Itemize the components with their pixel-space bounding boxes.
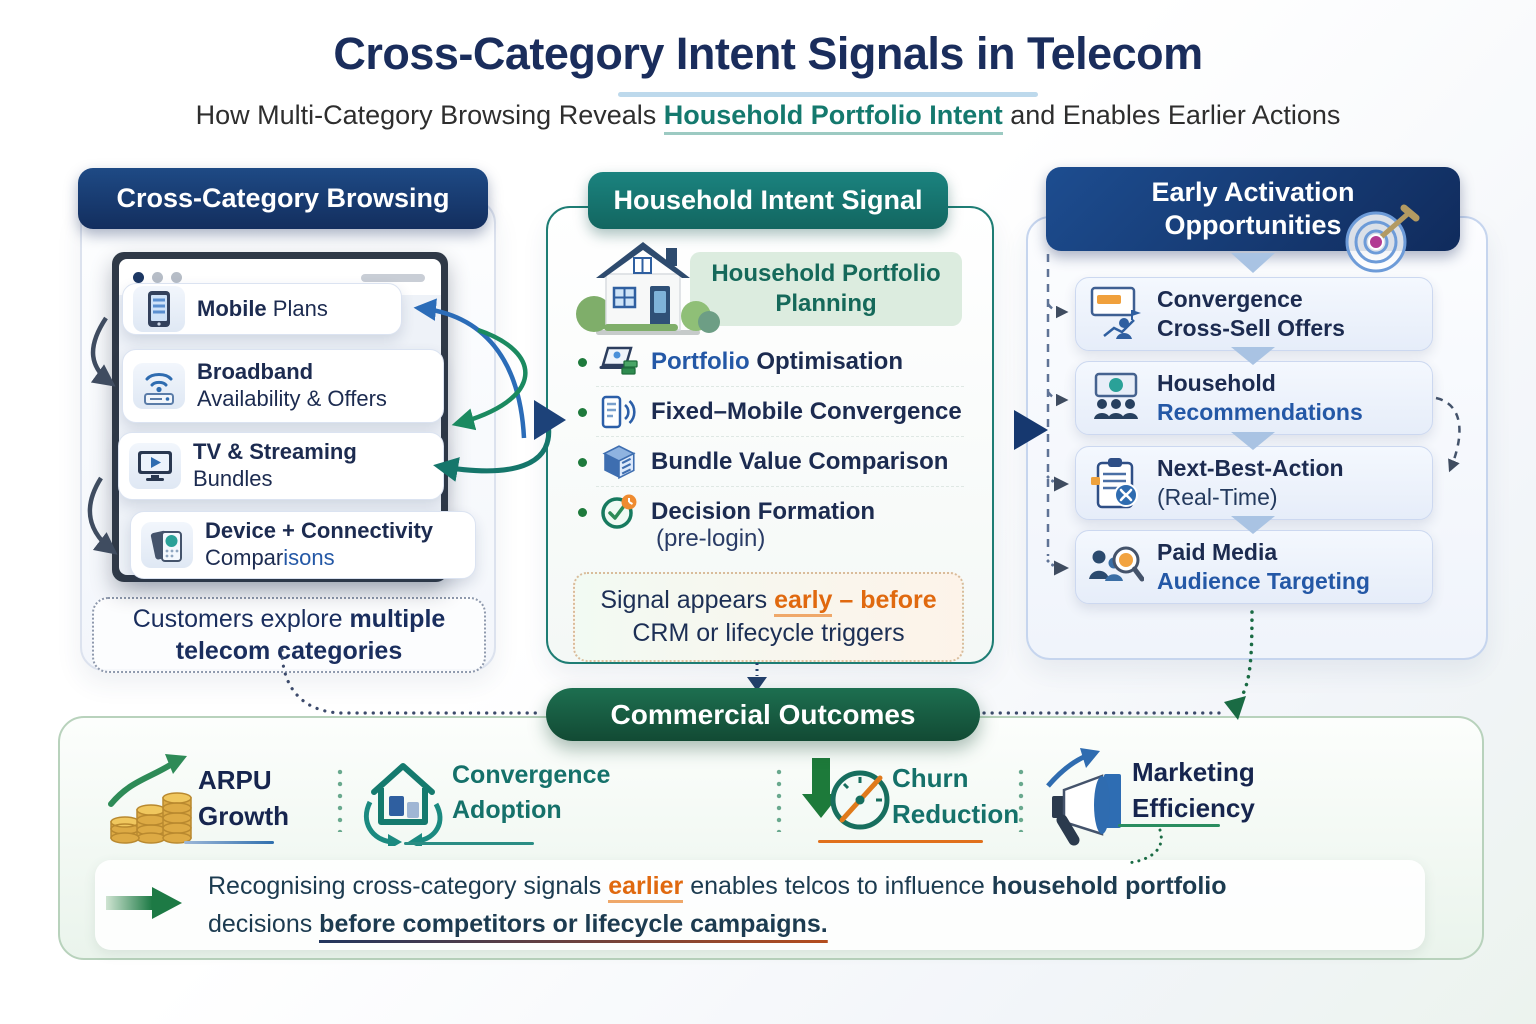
outcome-divider bbox=[1018, 766, 1024, 832]
browser-urlbar bbox=[361, 274, 425, 282]
title-underline bbox=[618, 92, 1038, 97]
browser-dot bbox=[171, 272, 182, 283]
outcome-divider bbox=[337, 766, 343, 832]
browsing-note: Customers explore multiple telecom categ… bbox=[92, 597, 486, 673]
intent-bullet-decision: Decision Formation bbox=[578, 490, 982, 534]
subtitle-post: and Enables Earlier Actions bbox=[1002, 100, 1341, 130]
browsing-header: Cross-Category Browsing bbox=[78, 168, 488, 229]
activation-box-label: Next-Best-Action(Real-Time) bbox=[1157, 454, 1344, 510]
clipboard-action-icon bbox=[1088, 456, 1144, 510]
bullet-separator bbox=[596, 386, 964, 387]
bullet-dot bbox=[578, 357, 587, 367]
bullet-sublabel: (pre-login) bbox=[656, 525, 766, 552]
outcomes-header-pill: Commercial Outcomes bbox=[546, 688, 980, 741]
outcome-underline bbox=[1118, 824, 1220, 827]
outcome-underline bbox=[818, 840, 983, 843]
bullet-label: Decision Formation bbox=[651, 498, 876, 525]
megaphone-chart-icon bbox=[1040, 744, 1130, 846]
intent-bullet-convergence: Fixed–Mobile Convergence bbox=[578, 390, 982, 434]
intent-header: Household Intent Signal bbox=[588, 172, 948, 229]
tv-play-icon bbox=[129, 443, 181, 489]
laptop-money-icon bbox=[597, 344, 641, 380]
footnote-text: Recognising cross-category signals earli… bbox=[208, 868, 1418, 943]
subtitle-highlight: Household Portfolio Intent bbox=[663, 100, 1003, 135]
bundle-cube-icon bbox=[597, 443, 641, 481]
devices-icon bbox=[141, 522, 193, 568]
offer-chart-icon bbox=[1088, 286, 1144, 342]
intent-bullet-portfolio: Portfolio Optimisation bbox=[578, 340, 982, 384]
portfolio-planning-label: Household Portfolio Planning bbox=[690, 252, 962, 326]
decision-check-icon bbox=[597, 493, 641, 531]
bullet-label: Portfolio Optimisation bbox=[651, 348, 903, 375]
category-card-mobile[interactable]: Mobile Plans bbox=[122, 283, 402, 335]
subtitle-pre: How Multi-Category Browsing Reveals bbox=[195, 100, 664, 130]
footnote-arrow-icon bbox=[106, 884, 182, 922]
coins-growth-icon bbox=[103, 750, 198, 845]
audience-search-icon bbox=[1088, 543, 1144, 591]
churn-gauge-icon bbox=[798, 752, 893, 844]
outcome-churn: Churn Reduction bbox=[892, 763, 1020, 830]
activation-box-next-best-action[interactable]: Next-Best-Action(Real-Time) bbox=[1075, 446, 1433, 520]
outcome-convergence: Convergence Adoption bbox=[452, 761, 611, 824]
target-dart-icon bbox=[1336, 200, 1422, 278]
bullet-dot bbox=[578, 457, 587, 467]
bullet-dot bbox=[578, 507, 587, 517]
category-card-label: Mobile Plans bbox=[197, 295, 328, 321]
household-group-icon bbox=[1088, 372, 1144, 424]
browser-dot bbox=[152, 272, 163, 283]
activation-header: Early Activation Opportunities bbox=[1046, 167, 1460, 251]
convergence-cycle-icon bbox=[362, 748, 444, 846]
bullet-separator bbox=[596, 486, 964, 487]
outcome-underline bbox=[184, 841, 274, 844]
page-title: Cross-Category Intent Signals in Telecom bbox=[333, 28, 1203, 79]
outcome-marketing: Marketing Efficiency bbox=[1132, 757, 1255, 824]
smartphone-icon bbox=[133, 286, 185, 332]
bullet-separator bbox=[596, 436, 964, 437]
outcome-arpu: ARPU Growth bbox=[198, 765, 289, 832]
page-subtitle: How Multi-Category Browsing Reveals Hous… bbox=[0, 100, 1536, 135]
outcome-underline bbox=[404, 842, 534, 845]
bullet-label: Fixed–Mobile Convergence bbox=[651, 398, 962, 425]
wifi-router-icon bbox=[133, 363, 185, 409]
chevron-to-outcomes bbox=[747, 663, 767, 691]
outcome-divider bbox=[776, 766, 782, 832]
browser-dot bbox=[133, 272, 144, 283]
intent-bullet-bundle: Bundle Value Comparison bbox=[578, 440, 982, 484]
house-illustration bbox=[568, 230, 723, 338]
phone-wave-icon bbox=[597, 394, 641, 430]
bullet-dot bbox=[578, 407, 587, 417]
bullet-label: Bundle Value Comparison bbox=[651, 448, 949, 475]
